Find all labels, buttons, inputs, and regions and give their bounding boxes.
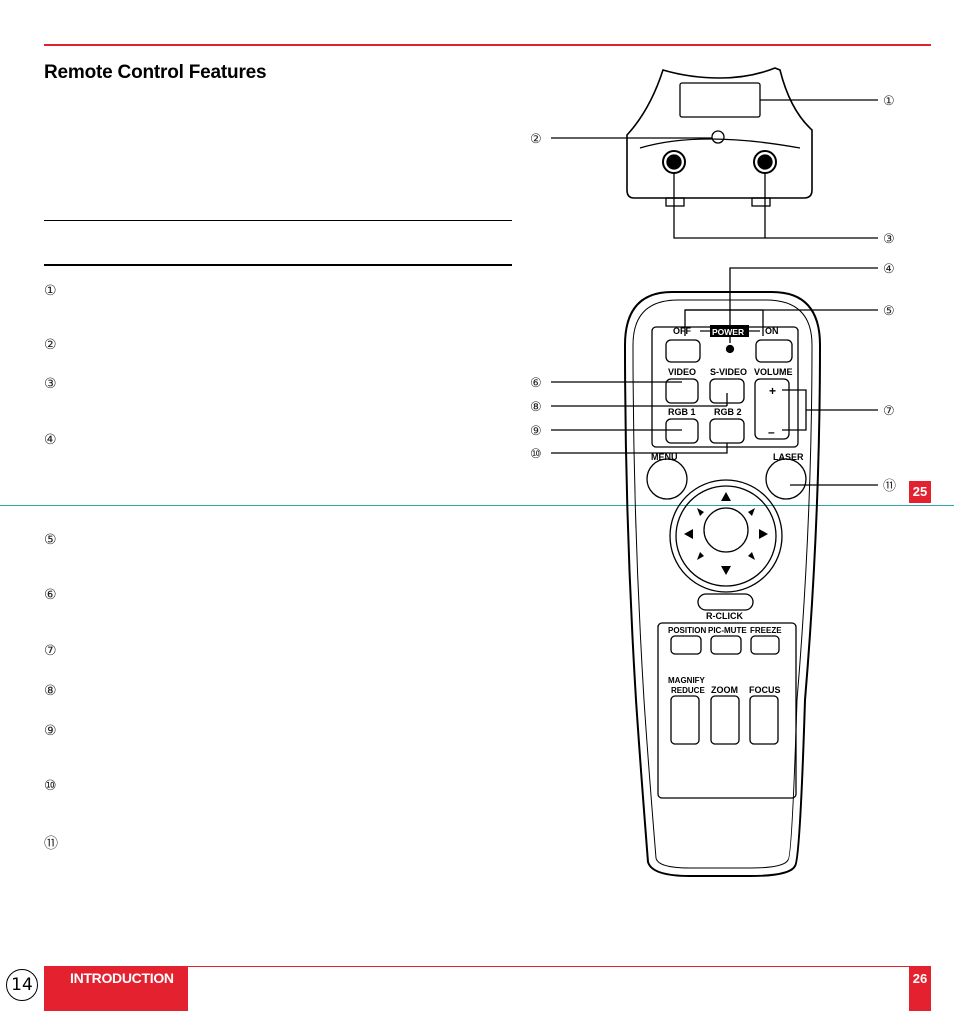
bottom-panel (657, 622, 797, 799)
label-rgb2: RGB 2 (714, 407, 742, 417)
callout-7: ⑦ (883, 403, 895, 418)
callout-9: ⑨ (530, 423, 542, 438)
label-magnify: MAGNIFY (668, 676, 706, 685)
list-marker-8: ⑧ (44, 683, 57, 699)
top-rule (44, 44, 931, 46)
callout-11: ⑪ (883, 478, 896, 493)
list-marker-1: ① (44, 283, 57, 299)
callout-8: ⑧ (530, 399, 542, 414)
list-marker-9: ⑨ (44, 723, 57, 739)
footer-band (44, 967, 188, 1011)
list-marker-4: ④ (44, 432, 57, 448)
label-volume: VOLUME (754, 367, 793, 377)
label-zoom: ZOOM (711, 685, 738, 695)
callout-4: ④ (883, 261, 895, 276)
footer-section-label: INTRODUCTION (70, 970, 174, 986)
label-reduce: REDUCE (671, 686, 705, 695)
label-off: OFF (673, 326, 691, 336)
list-marker-10: ⑩ (44, 778, 57, 794)
teal-divider (0, 505, 954, 506)
callout-10: ⑩ (530, 446, 542, 461)
label-position: POSITION (668, 626, 706, 635)
label-r-click: R-CLICK (706, 611, 743, 621)
page-number: 14 (6, 969, 38, 1001)
label-focus: FOCUS (749, 685, 781, 695)
list-marker-11: ⑪ (44, 836, 58, 852)
label-vol-minus: – (768, 425, 775, 439)
page-tab-26[interactable]: 26 (909, 967, 931, 1011)
power-panel (651, 326, 799, 448)
receiver-body (626, 67, 813, 199)
list-marker-6: ⑥ (44, 587, 57, 603)
list-marker-7: ⑦ (44, 643, 57, 659)
label-laser: LASER (773, 452, 804, 462)
receiver-sensor-window (679, 82, 761, 118)
label-power: POWER (712, 327, 744, 337)
label-menu: MENU (651, 452, 678, 462)
table-rule-bottom (44, 264, 512, 266)
footer-rule (44, 966, 931, 967)
remote-body (623, 291, 822, 877)
callout-5: ⑤ (883, 303, 895, 318)
callout-6: ⑥ (530, 375, 542, 390)
page-title: Remote Control Features (44, 62, 267, 83)
label-vol-plus: + (769, 384, 776, 398)
label-freeze: FREEZE (750, 626, 782, 635)
label-s-video: S-VIDEO (710, 367, 747, 377)
callout-3: ③ (883, 231, 895, 246)
receiver-led (711, 130, 725, 144)
list-marker-2: ② (44, 337, 57, 353)
power-label-bg (710, 325, 749, 337)
table-rule-top (44, 220, 512, 221)
label-on: ON (765, 326, 779, 336)
label-rgb1: RGB 1 (668, 407, 696, 417)
page-tab-25[interactable]: 25 (909, 481, 931, 503)
list-marker-3: ③ (44, 376, 57, 392)
list-marker-5: ⑤ (44, 532, 57, 548)
label-pic-mute: PIC-MUTE (708, 626, 747, 635)
callout-1: ① (883, 93, 895, 108)
callout-2: ② (530, 131, 542, 146)
label-video: VIDEO (668, 367, 696, 377)
